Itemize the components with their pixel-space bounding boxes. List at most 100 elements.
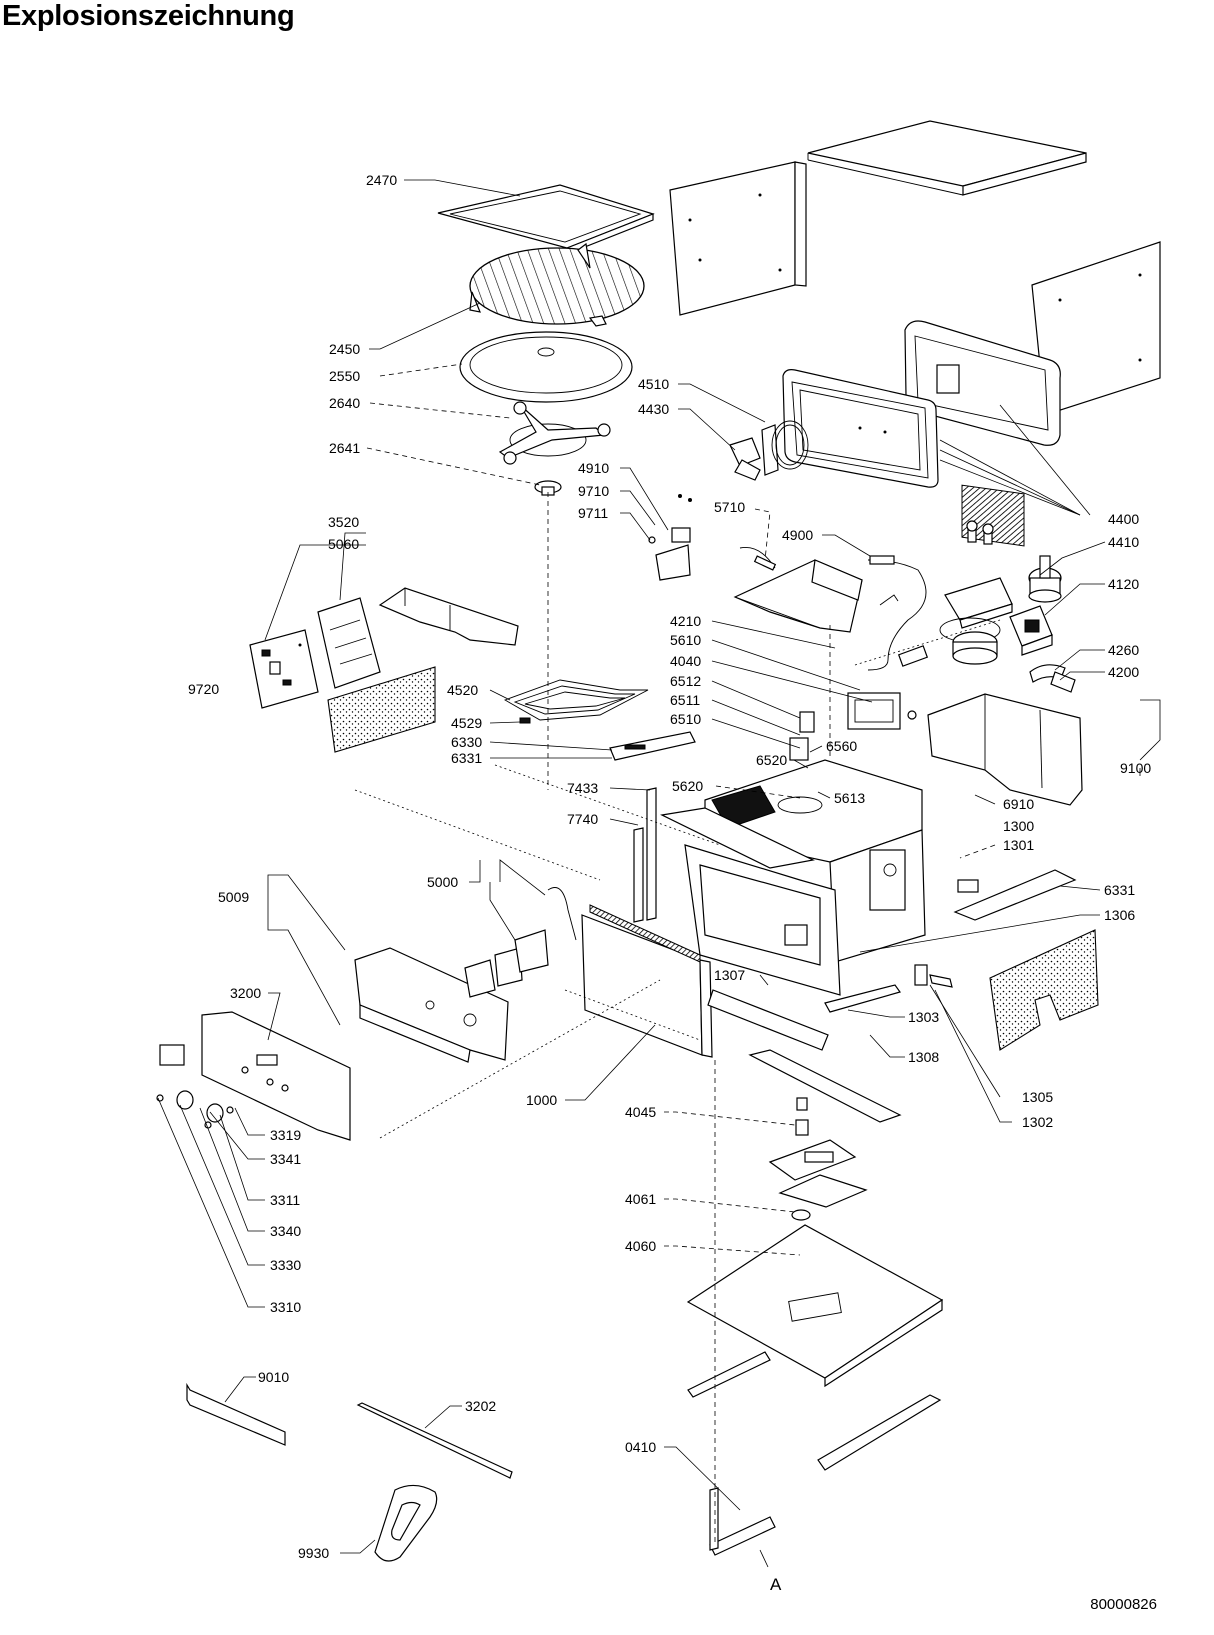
label-4260: 4260 [1108,642,1139,658]
label-1301: 1301 [1003,837,1034,853]
label-1303: 1303 [908,1009,939,1025]
label-9720: 9720 [188,681,219,697]
label-6510: 6510 [670,711,701,727]
label-2640: 2640 [329,395,360,411]
cabinet-left-side-panel [669,161,807,316]
label-5710: 5710 [714,499,745,515]
label-4210: 4210 [670,613,701,629]
label-9710: 9710 [578,483,609,499]
rear-housing-9100 [927,693,1083,806]
label-5610: 5610 [670,632,701,648]
mica-cover-6330 [609,731,696,761]
label-6910: 6910 [1003,796,1034,812]
top-strip-5620 [660,807,815,869]
foot-0410 [709,1487,776,1556]
motor-plate-4045 [768,1097,857,1181]
label-5009: 5009 [218,889,249,905]
label-6331b: 6331 [1104,882,1135,898]
leader-lines [157,179,1161,1568]
label-5060: 5060 [328,536,359,552]
label-5620: 5620 [672,778,703,794]
drawing-number: 80000826 [1090,1596,1157,1613]
label-4410: 4410 [1108,534,1139,550]
label-9930: 9930 [298,1545,329,1561]
base-rail-1303 [707,984,901,1051]
transformer-4120 [1009,605,1053,656]
label-1306: 1306 [1104,907,1135,923]
mounting-rail-3520 [378,587,519,646]
label-4060: 4060 [625,1238,656,1254]
rail-6331-right [953,869,1077,921]
page-title: Explosionszeichnung [2,0,295,32]
knob-group-3310 [156,1044,234,1129]
label-1307: 1307 [714,967,745,983]
label-4430: 4430 [638,401,669,417]
label-1302: 1302 [1022,1114,1053,1130]
cabinet-top-panel [807,120,1087,196]
strip-9010 [186,1382,286,1446]
label-1300: 1300 [1003,818,1034,834]
door-seal-frames [782,369,939,488]
label-2641: 2641 [329,440,360,456]
baking-tray-2470 [437,184,655,255]
label-7433: 7433 [567,780,598,796]
label-2470: 2470 [366,172,397,188]
front-panel-3200 [201,1011,351,1141]
label-1000: 1000 [526,1092,557,1108]
interlock-switch-4910 [648,494,692,581]
bottom-rails [687,1351,942,1471]
label-4061: 4061 [625,1191,656,1207]
transformer-4040 [847,692,917,730]
label-6330: 6330 [451,734,482,750]
label-6511: 6511 [670,692,700,708]
label-3200: 3200 [230,985,261,1001]
label-2550: 2550 [329,368,360,384]
strip-3202 [356,1402,513,1479]
thermal-fuse-5710 [739,546,929,671]
turntable-plate-2550 [459,331,633,403]
label-4120: 4120 [1108,576,1139,592]
label-4520: 4520 [447,682,478,698]
label-1308: 1308 [908,1049,939,1065]
control-board-9720 [249,629,319,709]
label-3340: 3340 [270,1223,301,1239]
board-bracket-5060 [317,597,381,689]
label-9100: 9100 [1120,760,1151,776]
label-5613: 5613 [834,790,865,806]
bottom-plate [686,1224,944,1388]
assembly-guide-lines [354,492,1001,1545]
view-marker-a: A [770,1575,782,1594]
label-3330: 3330 [270,1257,301,1273]
waveguide-4900 [733,559,863,633]
roller-ring-2640 [498,401,611,465]
label-3341: 3341 [270,1151,301,1167]
insulation-plate [327,666,436,753]
label-1305: 1305 [1022,1089,1053,1105]
cooling-fan-part-4430 [729,420,809,481]
label-0410: 0410 [625,1439,656,1455]
bottom-rail-4045 [748,1049,902,1123]
grill-element-4520 [503,679,649,724]
label-6331: 6331 [451,750,482,766]
label-6512: 6512 [670,673,701,689]
handle-9930 [374,1484,438,1562]
label-4040: 4040 [670,653,701,669]
fan-ring-4400 [939,617,1001,665]
oven-cavity-back-with-seal [904,320,1061,547]
label-4510: 4510 [638,376,669,392]
label-4400: 4400 [1108,511,1139,527]
label-9711: 9711 [578,505,608,521]
hinge-1305 [914,964,953,988]
right-insulation-panel [989,929,1099,1051]
label-4910: 4910 [578,460,609,476]
label-4529: 4529 [451,715,482,731]
label-9010: 9010 [258,1369,289,1385]
label-3319: 3319 [270,1127,301,1143]
label-4900: 4900 [782,527,813,543]
label-4045: 4045 [625,1104,656,1120]
label-4200: 4200 [1108,664,1139,680]
control-module-5009 [354,947,509,1063]
side-strip-7433 [633,787,657,923]
label-5000: 5000 [427,874,458,890]
